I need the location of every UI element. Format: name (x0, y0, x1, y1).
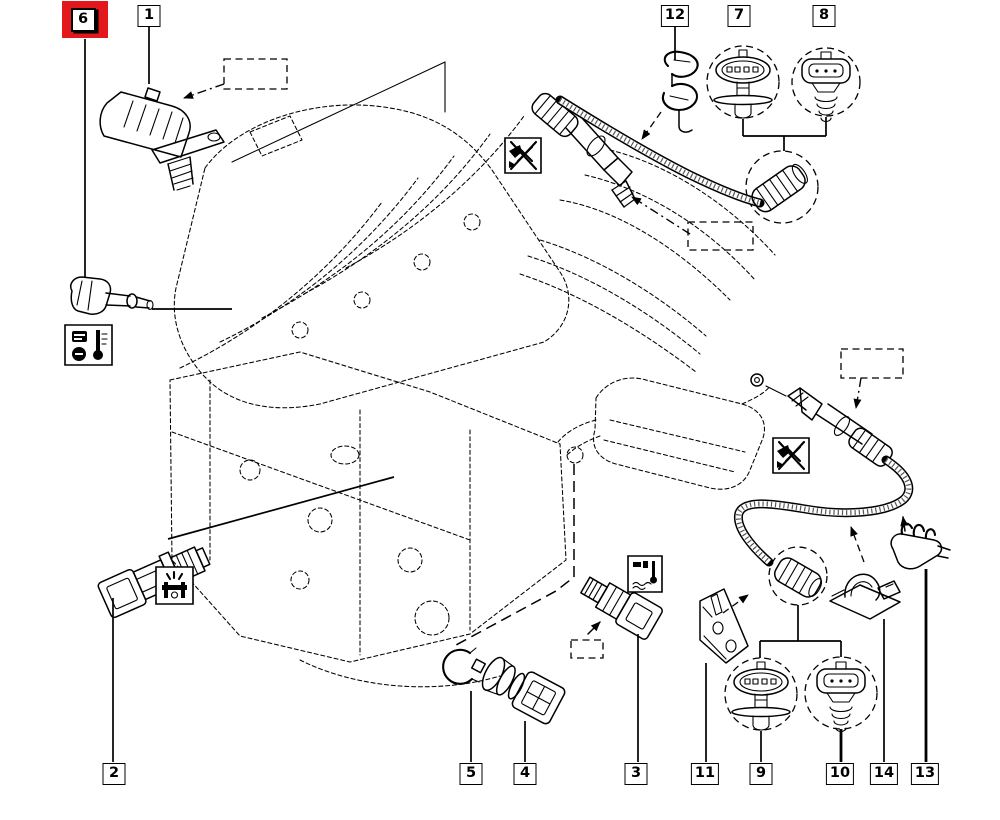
callout-box-2[interactable]: 2 (102, 763, 126, 785)
fixing-9-drawing (731, 661, 791, 731)
map-sensor-drawing (100, 88, 224, 190)
callout-box-8[interactable]: 8 (812, 5, 836, 27)
callout-box-5[interactable]: 5 (459, 763, 483, 785)
intake-air-temperature-pictogram (65, 325, 112, 365)
reference-frames (224, 46, 903, 730)
oil-temperature-level-pictogram (628, 556, 662, 592)
callout-box-12[interactable]: 12 (660, 5, 690, 27)
support-bracket-drawing (700, 589, 748, 663)
engine-line-art (170, 62, 775, 687)
callout-label-6: 6 (70, 7, 96, 32)
wiring-clip-13-drawing (891, 524, 950, 569)
callout-box-4[interactable]: 4 (513, 763, 537, 785)
callout-box-6-highlighted[interactable]: 6 (62, 1, 108, 38)
saddle-clamp-drawing (830, 574, 900, 619)
do-not-cut-wiring-pictogram-upper (505, 138, 541, 173)
callout-box-14[interactable]: 14 (869, 763, 899, 785)
retaining-clip-drawing (443, 648, 479, 684)
annotation-arrows (183, 84, 909, 634)
callout-box-9[interactable]: 9 (749, 763, 773, 785)
callout-box-10[interactable]: 10 (825, 763, 855, 785)
oil-pressure-switch-drawing (576, 569, 663, 640)
coolant-temp-sensor-drawing (465, 646, 567, 725)
wiring-clip-12-drawing (663, 52, 698, 132)
callout-box-1[interactable]: 1 (137, 5, 161, 27)
piston-tdc-pictogram (156, 567, 193, 604)
fixing-10-drawing (816, 661, 866, 733)
air-temp-sensor-drawing (71, 277, 153, 314)
callout-box-13[interactable]: 13 (910, 763, 940, 785)
downstream-o2-sensor-drawing (738, 386, 908, 601)
upstream-o2-sensor-drawing (529, 90, 812, 215)
do-not-cut-wiring-pictogram-lower (773, 438, 809, 473)
callout-box-7[interactable]: 7 (727, 5, 751, 27)
leader-lines (85, 26, 926, 762)
callout-box-3[interactable]: 3 (624, 763, 648, 785)
fixing-7-drawing (713, 49, 773, 119)
callout-box-11[interactable]: 11 (690, 763, 720, 785)
